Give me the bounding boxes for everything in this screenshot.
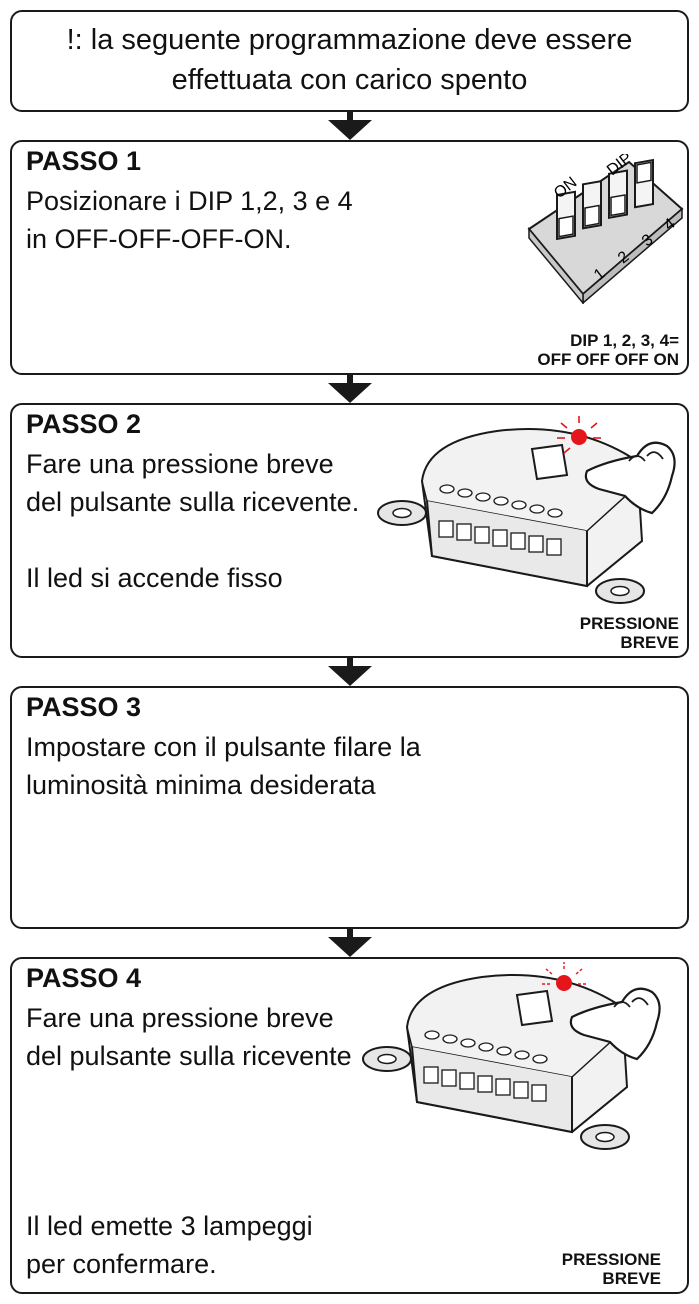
dip-switch-icon: ON DIP 1 2 3 4: [527, 154, 684, 304]
step-2-title: PASSO 2: [26, 409, 142, 439]
arrow-down-icon: [328, 112, 372, 140]
note-line-2: effettuata con carico spento: [171, 64, 528, 96]
step-2-line-2: del pulsante sulla ricevente.: [26, 487, 360, 517]
step-3-box: PASSO 3 Impostare con il pulsante filare…: [10, 686, 689, 929]
step-1-title: PASSO 1: [26, 146, 142, 176]
step-1-text: Posizionare i DIP 1,2, 3 e 4 in OFF-OFF-…: [26, 182, 353, 258]
step-2-line-3: Il led si accende fisso: [26, 563, 283, 593]
step-1-caption-line-1: DIP 1, 2, 3, 4=: [570, 331, 679, 350]
step-2-text: Fare una pressione breve del pulsante su…: [26, 445, 359, 597]
step-4-text: Fare una pressione breve del pulsante su…: [26, 999, 352, 1075]
step-3-line-2: luminosità minima desiderata: [26, 770, 376, 800]
step-3-text: Impostare con il pulsante filare la lumi…: [26, 728, 421, 804]
step-4-box: PASSO 4 Fare una pressione breve del pul…: [10, 957, 689, 1294]
step-4-line-2: del pulsante sulla ricevente: [26, 1041, 352, 1071]
step-2-caption-line-1: PRESSIONE: [579, 614, 679, 633]
step-4-line-4: per confermare.: [26, 1249, 217, 1279]
step-3-line-1: Impostare con il pulsante filare la: [26, 732, 421, 762]
step-4-line-1: Fare una pressione breve: [26, 1003, 334, 1033]
step-4-caption: PRESSIONE BREVE: [562, 1250, 661, 1288]
step-3-title: PASSO 3: [26, 692, 142, 722]
step-4-title: PASSO 4: [26, 963, 142, 993]
step-4-caption-line-2: BREVE: [602, 1269, 661, 1288]
receiver-press-icon: [362, 962, 661, 1150]
step-2-caption: PRESSIONE BREVE: [580, 614, 679, 652]
step-4-line-3: Il led emette 3 lampeggi: [26, 1211, 313, 1241]
arrow-down-icon: [328, 375, 372, 403]
step-1-line-2: in OFF-OFF-OFF-ON.: [26, 224, 292, 254]
step-2-caption-line-2: BREVE: [620, 633, 679, 652]
step-2-box: PASSO 2 Fare una pressione breve del pul…: [10, 403, 689, 658]
step-1-caption: DIP 1, 2, 3, 4= OFF OFF OFF ON: [537, 331, 679, 369]
step-1-box: PASSO 1 Posizionare i DIP 1,2, 3 e 4 in …: [10, 140, 689, 375]
step-2-line-1: Fare una pressione breve: [26, 449, 334, 479]
step-1-line-1: Posizionare i DIP 1,2, 3 e 4: [26, 186, 353, 216]
step-4-caption-line-1: PRESSIONE: [561, 1250, 661, 1269]
step-1-caption-line-2: OFF OFF OFF ON: [537, 350, 679, 369]
arrow-down-icon: [328, 658, 372, 686]
note-line-1: !: la seguente programmazione deve esser…: [66, 24, 633, 56]
receiver-press-icon: [377, 416, 676, 604]
note-box: !: la seguente programmazione deve esser…: [10, 10, 689, 112]
arrow-down-icon: [328, 929, 372, 957]
step-4-text-bottom: Il led emette 3 lampeggi per confermare.: [26, 1207, 313, 1283]
